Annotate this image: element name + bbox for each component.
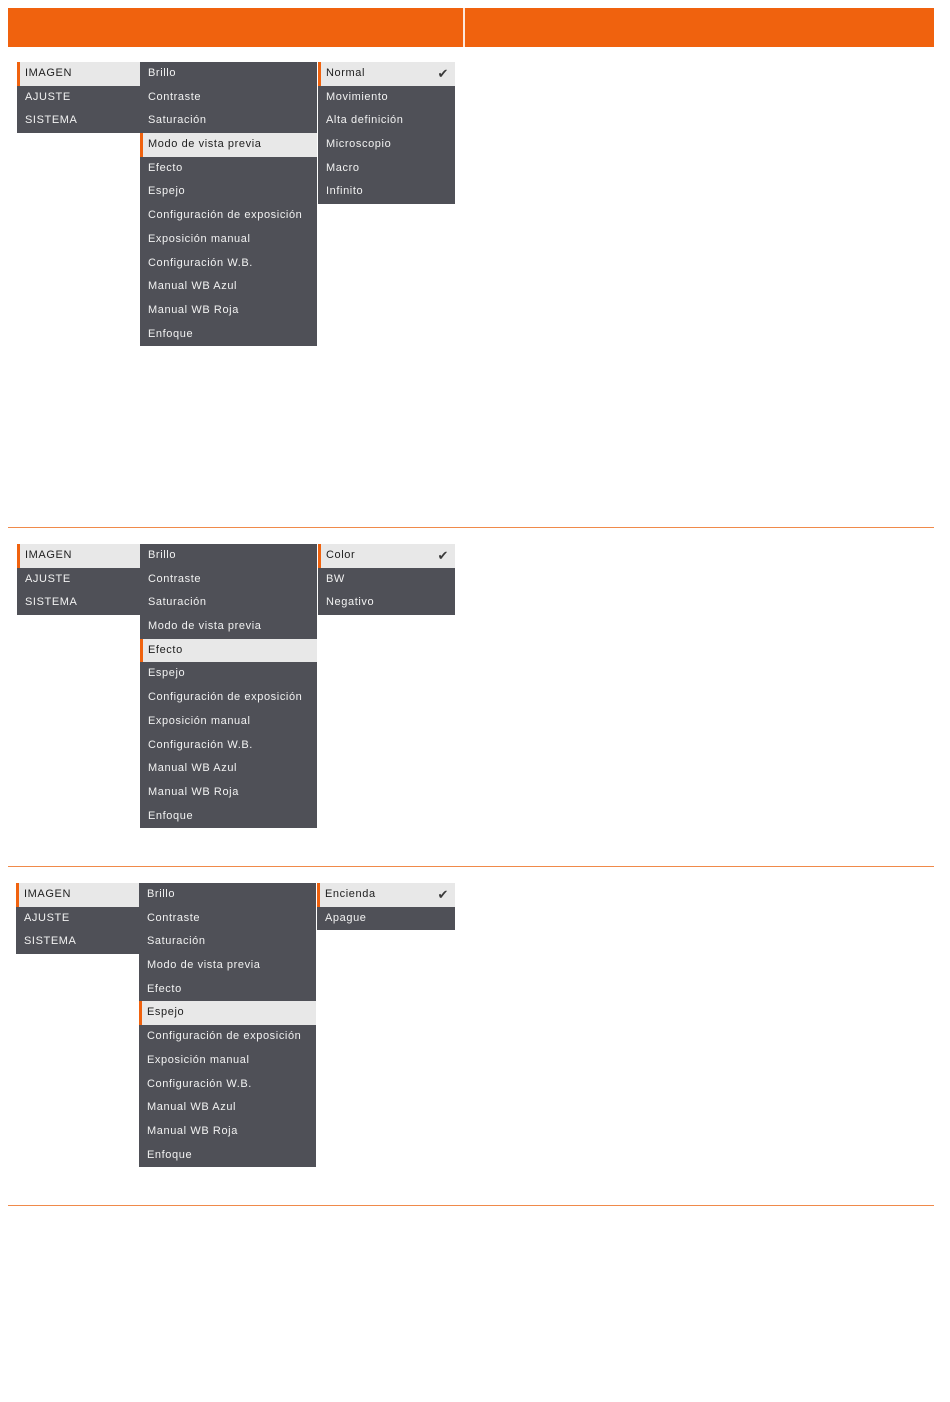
submenu-item[interactable]: Efecto: [147, 982, 182, 995]
option-item[interactable]: Infinito: [318, 180, 455, 204]
main-menu-item[interactable]: IMAGEN: [17, 62, 140, 86]
option-label: Apague: [325, 911, 367, 924]
header-bar: [8, 8, 934, 47]
section-divider: [8, 527, 934, 528]
submenu-item[interactable]: Enfoque: [148, 809, 194, 822]
submenu: Brillo Contraste Saturación Modo de vist…: [140, 62, 317, 347]
submenu-item[interactable]: Configuración W.B.: [147, 1077, 252, 1090]
submenu-item[interactable]: Configuración de exposición: [148, 209, 303, 222]
submenu-item[interactable]: Modo de vista previa: [148, 620, 262, 633]
options-menu: Color ✔ BW Negativo: [318, 544, 455, 616]
submenu-item[interactable]: Saturación: [148, 114, 207, 127]
submenu-item[interactable]: Brillo: [147, 888, 176, 900]
main-menu-item[interactable]: AJUSTE: [24, 911, 70, 924]
submenu-item[interactable]: Manual WB Azul: [148, 762, 238, 775]
main-menu-item[interactable]: SISTEMA: [25, 114, 78, 127]
option-item[interactable]: Negativo: [318, 591, 455, 615]
options-menu: Normal ✔ Movimiento Alta definición Micro…: [318, 62, 455, 205]
submenu-item[interactable]: Manual WB Roja: [147, 1124, 238, 1137]
submenu-item[interactable]: Exposición manual: [148, 232, 251, 245]
main-menu-item[interactable]: AJUSTE: [25, 572, 71, 585]
submenu-item[interactable]: Manual WB Azul: [147, 1101, 237, 1114]
option-label: Movimiento: [326, 90, 389, 103]
main-menu: IMAGEN AJUSTE SISTEMA: [17, 544, 140, 616]
option-item[interactable]: Movimiento: [318, 86, 455, 110]
option-label: Infinito: [326, 185, 364, 198]
option-label: Microscopio: [326, 138, 392, 151]
submenu-item[interactable]: Configuración W.B.: [148, 256, 253, 269]
checkmark-icon: ✔: [437, 66, 449, 81]
submenu-item[interactable]: Configuración de exposición: [147, 1030, 302, 1043]
options-menu: Encienda ✔ Apague: [317, 883, 455, 931]
submenu-item[interactable]: Contraste: [147, 911, 201, 924]
option-item[interactable]: Alta definición: [318, 109, 455, 133]
submenu-item[interactable]: Manual WB Azul: [148, 280, 238, 293]
option-label: Color: [326, 549, 356, 561]
header-divider: [463, 8, 465, 47]
main-menu-item[interactable]: IMAGEN: [17, 544, 140, 568]
main-menu-item[interactable]: IMAGEN: [16, 883, 139, 907]
option-label: BW: [326, 572, 345, 585]
checkmark-icon: ✔: [437, 548, 449, 563]
option-item[interactable]: BW: [318, 568, 455, 592]
option-label: Normal: [326, 67, 366, 79]
submenu-item[interactable]: Saturación: [147, 935, 206, 948]
option-item[interactable]: Normal ✔: [318, 62, 455, 86]
option-item[interactable]: Color ✔: [318, 544, 455, 568]
main-menu-item[interactable]: SISTEMA: [24, 935, 77, 948]
submenu-item[interactable]: Modo de vista previa: [140, 133, 317, 157]
submenu-item[interactable]: Configuración de exposición: [148, 691, 303, 704]
main-menu: IMAGEN AJUSTE SISTEMA: [17, 62, 140, 134]
submenu-item[interactable]: Saturación: [148, 596, 207, 609]
option-label: Encienda: [325, 888, 376, 900]
option-item[interactable]: Macro: [318, 157, 455, 181]
submenu-item[interactable]: Exposición manual: [148, 714, 251, 727]
option-item[interactable]: Encienda ✔: [317, 883, 455, 907]
option-item[interactable]: Microscopio: [318, 133, 455, 157]
submenu-item[interactable]: Espejo: [148, 667, 186, 680]
main-menu: IMAGEN AJUSTE SISTEMA: [16, 883, 139, 955]
submenu-item[interactable]: Espejo: [148, 185, 186, 198]
submenu-item[interactable]: Configuración W.B.: [148, 738, 253, 751]
section-divider: [8, 1205, 934, 1206]
main-menu-item[interactable]: AJUSTE: [25, 90, 71, 103]
submenu-item[interactable]: Espejo: [139, 1001, 316, 1026]
submenu: Brillo Contraste Saturación Modo de vist…: [139, 883, 316, 1168]
option-label: Alta definición: [326, 114, 404, 127]
submenu-item[interactable]: Modo de vista previa: [147, 959, 261, 972]
section-divider: [8, 866, 934, 867]
submenu-item[interactable]: Manual WB Roja: [148, 785, 239, 798]
submenu: Brillo Contraste Saturación Modo de vist…: [140, 544, 317, 829]
submenu-item[interactable]: Enfoque: [147, 1148, 193, 1161]
submenu-item[interactable]: Enfoque: [148, 327, 194, 340]
submenu-item[interactable]: Efecto: [148, 161, 183, 174]
submenu-item[interactable]: Brillo: [148, 67, 177, 79]
submenu-item[interactable]: Exposición manual: [147, 1053, 250, 1066]
submenu-item[interactable]: Efecto: [140, 638, 317, 663]
submenu-item[interactable]: Contraste: [148, 90, 202, 103]
main-menu-item[interactable]: SISTEMA: [25, 596, 78, 609]
checkmark-icon: ✔: [437, 887, 449, 902]
submenu-item[interactable]: Brillo: [148, 549, 177, 561]
option-label: Macro: [326, 161, 360, 174]
submenu-item[interactable]: Contraste: [148, 572, 202, 585]
option-label: Negativo: [326, 596, 375, 609]
submenu-item[interactable]: Manual WB Roja: [148, 303, 239, 316]
option-item[interactable]: Apague: [317, 907, 455, 931]
